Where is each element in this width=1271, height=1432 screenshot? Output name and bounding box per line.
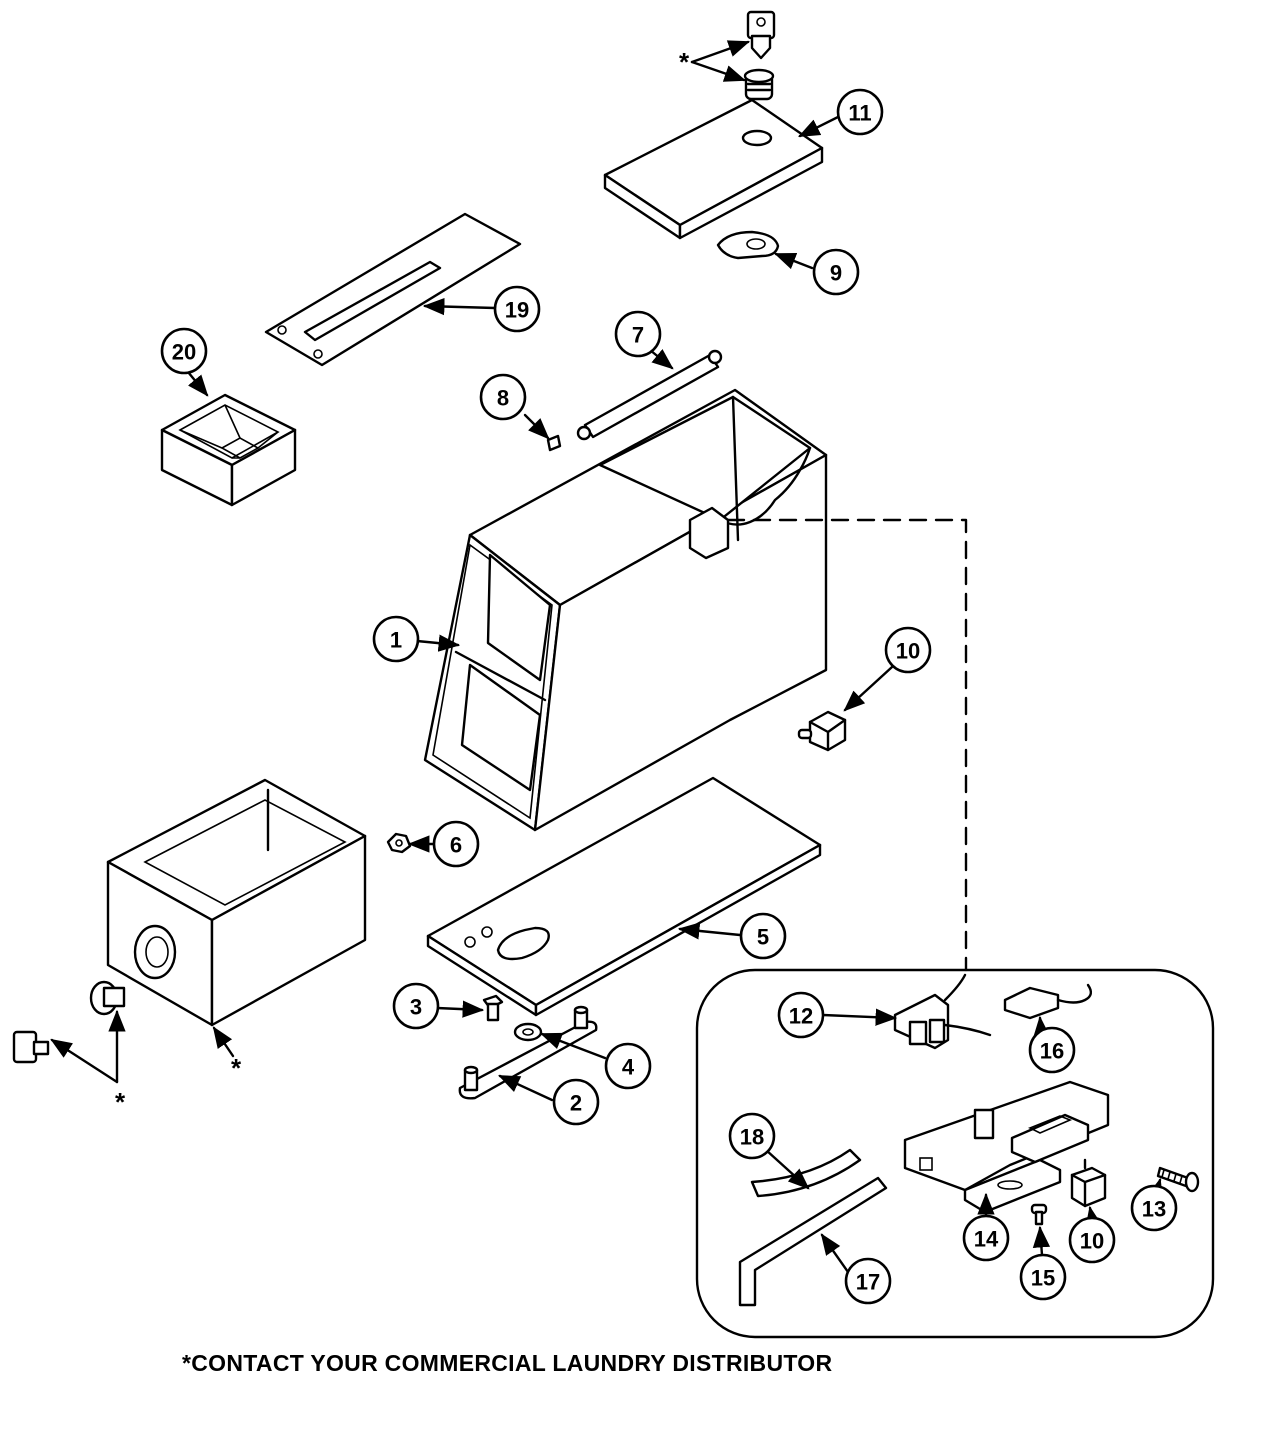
part-coin-box	[106, 778, 367, 1027]
distributor-footnote: *CONTACT YOUR COMMERCIAL LAUNDRY DISTRIB…	[182, 1350, 833, 1376]
callout-14: 14	[962, 1214, 1010, 1262]
part-screw-15	[1030, 1203, 1048, 1226]
callout-label: 1	[390, 628, 402, 653]
callout-label: 12	[789, 1004, 813, 1029]
callout-label: 9	[830, 261, 842, 286]
part-washer-4	[513, 1022, 543, 1042]
callout-10-inset: 10	[1068, 1216, 1116, 1264]
part-cabinet-1	[423, 388, 828, 832]
callout-label: 17	[856, 1270, 880, 1295]
part-mount-bracket-14	[903, 1080, 1110, 1214]
callout-label: 13	[1142, 1197, 1166, 1222]
part-clip-8	[546, 434, 562, 452]
callout-3: 3	[392, 982, 440, 1030]
callout-13: 13	[1130, 1184, 1178, 1232]
callout-1: 1	[372, 615, 420, 663]
asterisk-box: *	[231, 1053, 242, 1083]
inset-panel	[695, 968, 1215, 1339]
asterisk-top: *	[679, 47, 690, 77]
part-lid-11	[603, 98, 824, 240]
callout-2: 2	[552, 1078, 600, 1126]
part-switch-16	[1003, 983, 1093, 1020]
part-bar-17	[738, 1176, 888, 1307]
part-lock-cylinder-top	[743, 68, 775, 101]
part-shaft-7	[576, 349, 723, 441]
callout-label: 6	[450, 833, 462, 858]
callout-19: 19	[493, 285, 541, 333]
callout-17: 17	[844, 1257, 892, 1305]
callout-6: 6	[432, 820, 480, 868]
part-gasket-19	[264, 212, 522, 367]
callout-8: 8	[479, 373, 527, 421]
dashed-connector	[726, 518, 968, 972]
part-actuator-18	[750, 1148, 862, 1198]
callout-label: 19	[505, 298, 529, 323]
callout-5: 5	[739, 912, 787, 960]
callout-20: 20	[160, 327, 208, 375]
part-bolt-3	[482, 994, 504, 1022]
callout-9: 9	[812, 248, 860, 296]
callout-label: 7	[632, 323, 644, 348]
callout-label: 4	[622, 1055, 635, 1080]
callout-18: 18	[728, 1112, 776, 1160]
callout-label: 5	[757, 925, 769, 950]
part-nut-6	[386, 832, 412, 854]
asterisk-left: *	[115, 1087, 126, 1117]
callout-12: 12	[777, 991, 825, 1039]
callout-4: 4	[604, 1042, 652, 1090]
callout-label: 14	[974, 1227, 999, 1252]
callout-label: 18	[740, 1125, 764, 1150]
callout-label: 10	[896, 639, 920, 664]
part-screw-13	[1156, 1166, 1200, 1193]
callout-label: 3	[410, 995, 422, 1020]
callout-label: 15	[1031, 1266, 1055, 1291]
callout-label: 2	[570, 1091, 582, 1116]
leader-lines	[186, 115, 1163, 1274]
callout-label: 10	[1080, 1229, 1104, 1254]
part-key-left	[12, 1030, 50, 1064]
callout-label: 20	[172, 340, 196, 365]
part-key-top	[746, 10, 776, 60]
part-hopper-20	[160, 393, 297, 507]
part-block-10-inset	[1070, 1158, 1107, 1208]
part-cam-9	[716, 230, 780, 260]
callout-16: 16	[1028, 1026, 1076, 1074]
part-lock-cylinder-left	[89, 980, 126, 1016]
callout-10: 10	[884, 626, 932, 674]
part-switch-12	[893, 973, 992, 1050]
callout-label: 16	[1040, 1039, 1064, 1064]
callout-15: 15	[1019, 1253, 1067, 1301]
part-block-10	[797, 710, 847, 752]
callout-label: 8	[497, 386, 509, 411]
callout-7: 7	[614, 310, 662, 358]
part-base-plate-5	[426, 776, 822, 1017]
callout-11: 11	[836, 88, 884, 136]
callout-label: 11	[848, 101, 871, 126]
